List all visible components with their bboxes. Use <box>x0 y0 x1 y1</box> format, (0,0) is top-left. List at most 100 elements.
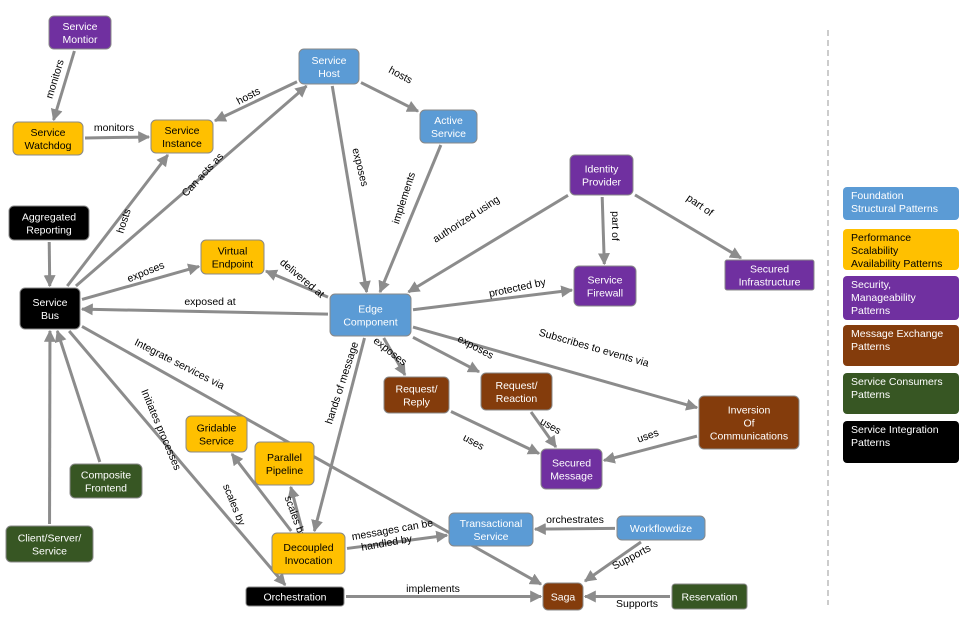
node-label-line: Endpoint <box>212 259 254 271</box>
edge-label: Supports <box>616 598 658 610</box>
edge-service_host-to-service_instance <box>213 80 298 123</box>
node-label-line: Transactional <box>460 518 523 530</box>
node-label-line: Reservation <box>681 592 737 604</box>
node-label-line: Decoupled <box>283 542 333 554</box>
node-label-line: Secured <box>552 458 591 470</box>
edge-edge_component-to-service_bus <box>80 303 329 316</box>
node-label-line: Composite <box>81 470 131 482</box>
edge-service_bus-to-service_host <box>74 84 308 288</box>
node-label-line: Provider <box>582 177 622 189</box>
edge-service_bus-to-service_instance <box>66 154 169 287</box>
legend-item-integration: Service Integration Patterns <box>843 421 959 463</box>
edge-request_reaction-to-secured_message <box>529 411 558 448</box>
node-label-line: Secured <box>750 264 789 276</box>
node-label-line: Parallel <box>267 452 302 464</box>
edge-label: part of <box>609 211 621 241</box>
svg-text:Request/Reaction: Request/Reaction <box>495 380 537 405</box>
edge-label: hosts <box>387 64 415 86</box>
legend-item-consumers: Service Consumers Patterns <box>843 373 959 414</box>
node-reservation: Reservation <box>671 583 748 610</box>
edge-edge_component-to-inversion <box>412 325 699 411</box>
node-label-line: Montior <box>62 34 98 46</box>
node-label-line: Service <box>199 436 234 448</box>
edge-request_reply-to-secured_message <box>450 410 541 455</box>
edge-label: orchestrates <box>546 514 604 526</box>
edge-inversion-to-secured_message <box>602 434 698 464</box>
edge-service_bus-to-virtual_endpoint <box>81 263 201 301</box>
edge-identity_provider-to-secured_infrastructure <box>634 193 742 260</box>
edge-label: uses <box>461 432 486 453</box>
node-label-line: Request/ <box>395 384 437 396</box>
svg-text:Saga: Saga <box>551 592 576 604</box>
edge-edge_component-to-virtual_endpoint <box>264 269 329 299</box>
node-label-line: Client/Server/ <box>18 533 82 545</box>
node-label-line: Active <box>434 115 463 127</box>
node-label-line: Orchestration <box>263 592 326 604</box>
node-label-line: Frontend <box>85 483 127 495</box>
node-label-line: Service <box>32 297 67 309</box>
node-request-reply: Request/Reply <box>383 376 450 414</box>
edge-service_watchdog-to-service_instance <box>84 131 151 144</box>
edge-label: hands of message <box>323 340 361 425</box>
edge-decoupled_invocation-to-parallel_pipeline <box>287 485 304 532</box>
edge-label: messages can behandled by <box>351 517 436 555</box>
edge-service_host-to-edge_component <box>330 85 371 294</box>
edge-decoupled_invocation-to-gridable_service <box>230 453 293 532</box>
edge-label: part of <box>684 192 715 219</box>
node-saga: Saga <box>542 582 584 611</box>
legend-item-foundation: Foundation Structural Patterns <box>843 187 959 220</box>
edge-service_bus-to-orchestration <box>67 330 287 586</box>
edge-identity_provider-to-service_firewall <box>597 196 610 266</box>
node-label-line: Service <box>32 546 67 558</box>
edge-label: Initiates processes <box>138 387 183 472</box>
node-label-line: Workflowdize <box>630 523 692 535</box>
svg-text:Orchestration: Orchestration <box>263 592 326 604</box>
node-label-line: Invocation <box>285 555 333 567</box>
node-label-line: Of <box>743 418 754 430</box>
edge-workflowdize-to-saga <box>584 540 642 583</box>
node-label-line: Service <box>473 531 508 543</box>
edge-label: Subscribes to events via <box>537 327 650 370</box>
edge-label: Can acts as <box>180 151 227 200</box>
node-client-server: Client/Server/Service <box>5 525 94 563</box>
edge-decoupled_invocation-to-transactional_service <box>346 530 449 550</box>
edge-service_montior-to-service_watchdog <box>50 50 76 122</box>
edge-edge_component-to-decoupled_invocation <box>311 337 366 533</box>
node-label-line: Service <box>431 128 466 140</box>
node-label-line: Reaction <box>496 393 538 405</box>
edge-label: hosts <box>115 207 134 235</box>
edge-workflowdize-to-transactional_service <box>533 523 616 536</box>
svg-text:Request/Reply: Request/Reply <box>395 384 437 409</box>
node-label-line: Reporting <box>26 225 72 237</box>
